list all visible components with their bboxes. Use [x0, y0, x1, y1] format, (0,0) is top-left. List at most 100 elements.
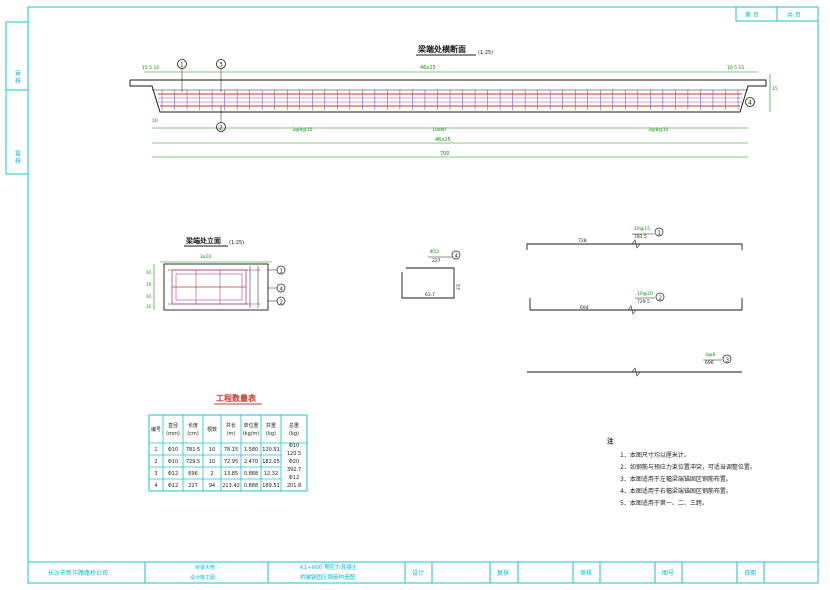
dim-right-side: 15	[772, 86, 778, 92]
drawing-title-line1: K1+000 预应力混凝土	[300, 563, 357, 571]
table-cell: 189.51	[262, 483, 280, 489]
table-header-cell: 直径	[168, 422, 178, 429]
dim-bottom1: 46x15	[435, 137, 451, 143]
table-header-cell: (m)	[227, 431, 236, 437]
main-marker-3: 3	[219, 62, 223, 69]
quantity-table-grid: 编号直径(mm)长度(cm)根数共长(m)单位重(kg/m)共重(kg)总重(k…	[148, 414, 308, 492]
main-section-scale: (1:25)	[478, 50, 493, 56]
table-cell: 12.32	[264, 471, 278, 477]
table-header-cell: (kg)	[266, 431, 276, 437]
table-cell: 182.05	[262, 459, 280, 465]
table-cell: 120.5	[287, 451, 301, 457]
dim-left-side: 10	[152, 118, 158, 124]
table-cell: 213.42	[222, 483, 240, 489]
table-cell: 2.470	[244, 459, 258, 465]
table-cell: Φ12	[168, 471, 178, 477]
table-cell: 2	[210, 471, 213, 477]
detail4-label-mid: 227	[432, 258, 441, 264]
table-cell: Φ10	[168, 447, 178, 453]
quantity-table: 工程数量表 编号直径(mm)长度(cm)根数共长(m)单位重(kg/m)共重(k…	[148, 393, 308, 492]
note-1: 1．本图尺寸均以厘米计。	[620, 451, 690, 459]
notes: 注 1．本图尺寸均以厘米计。 2．如钢筋与预应力束位置冲突，可适当调整位置。 3…	[607, 436, 756, 507]
table-header-cell: 根数	[207, 426, 217, 433]
table-cell: 392.7	[287, 467, 301, 473]
table-cell: 72.95	[224, 459, 238, 465]
designer-label: 设计	[412, 569, 424, 577]
detail4-marker: 4	[455, 254, 459, 260]
table-row-number: 4	[154, 483, 157, 489]
bar3-length: 696	[705, 360, 714, 366]
note-3: 3．本图适用于左幅梁端锚固区钢筋布置。	[620, 475, 732, 483]
bar2-length: 729.5	[637, 299, 650, 305]
checker-label: 复核	[497, 569, 509, 577]
table-header-cell: 长度	[188, 422, 198, 429]
company-name: 长沙市新华路路桥公司	[48, 569, 108, 577]
bar2-marker: 2	[659, 296, 663, 302]
detail4-side-dim: 53	[455, 284, 461, 290]
table-cell: 729.5	[186, 459, 200, 465]
table-cell: 781.5	[186, 447, 200, 453]
table-cell: Φ12	[289, 475, 299, 481]
drawing-title-line2: 桥端锚固区钢筋构造图	[300, 573, 356, 581]
bar-schedule: 728 10@15 781.5 1 694 10@20 729.5 2 3@8 …	[526, 226, 743, 377]
table-cell: Φ20	[289, 459, 299, 465]
bar1-length: 781.5	[634, 234, 647, 240]
table-header-cell: 编号	[151, 426, 161, 433]
bar3-label: 3@8	[705, 352, 715, 358]
rebar-grid	[158, 90, 742, 110]
elev-side-dim-2: 10	[146, 282, 152, 287]
table-header-cell: 共长	[226, 422, 236, 429]
main-section-title: 梁端处横断面	[417, 44, 466, 54]
reviewer-label: 审核	[580, 569, 592, 577]
bar2-left-dim: 694	[580, 305, 589, 311]
table-cell: 227	[188, 483, 198, 489]
dim-right-top: 10 5 15	[727, 65, 744, 71]
table-cell: 0.888	[244, 471, 258, 477]
table-header-cell: 单位重	[243, 422, 258, 429]
dim-bottom2: 700	[440, 151, 450, 157]
main-cross-section: 梁端处横断面 (1:25) 15 5 10 46x15 10 5 15 15 1…	[129, 44, 778, 158]
left-strip-label-check: 复 核	[14, 149, 21, 165]
table-header-cell: (cm)	[187, 431, 199, 437]
elev-top-dim: 3x10	[200, 254, 211, 260]
table-row-number: 2	[154, 459, 157, 465]
project-line2: 设计施工图	[190, 574, 215, 581]
table-cell: 13.85	[224, 471, 238, 477]
table-cell: Φ10	[289, 443, 299, 449]
elev-marker-4: 4	[280, 287, 284, 293]
main-marker-1: 1	[180, 62, 184, 69]
dim-span-top: 46x15	[420, 65, 436, 71]
bar1-left-dim: 728	[578, 238, 587, 244]
table-row-number: 1	[154, 447, 157, 453]
main-marker-2: 2	[219, 125, 223, 132]
table-cell: 78.15	[224, 447, 238, 453]
elev-marker-2: 2	[280, 300, 284, 306]
table-header-cell: (kg/m)	[243, 431, 260, 437]
page-number-label: 第 页	[745, 11, 759, 19]
table-cell: 10	[209, 459, 215, 465]
table-cell: 10	[209, 447, 215, 453]
bar2-label: 10@20	[637, 291, 653, 297]
dim-left-top: 15 5 10	[142, 65, 159, 71]
date-label: 日期	[744, 569, 756, 577]
table-header-cell: 总重	[289, 422, 299, 429]
elev-marker-1: 1	[280, 269, 284, 275]
bar1-marker: 1	[658, 231, 662, 237]
elev-title: 梁端处立面	[185, 236, 221, 245]
table-cell: 1.580	[244, 447, 258, 453]
table-cell: Φ12	[168, 483, 178, 489]
detail4-label-top: Φ12	[430, 249, 439, 255]
bar1-label: 10@15	[634, 226, 650, 232]
left-strip-label-review: 审 核	[14, 69, 21, 85]
notes-title: 注	[607, 436, 614, 445]
table-cell: Φ10	[168, 459, 178, 465]
table-title: 工程数量表	[216, 393, 257, 403]
elev-side-dim-1: 10	[146, 270, 152, 275]
elev-scale: (1:25)	[229, 240, 244, 246]
title-block: 长沙市新华路路桥公司 桥梁大修 设计施工图 K1+000 预应力混凝土 桥端锚固…	[28, 561, 818, 583]
elevation-section: 梁端处立面 (1:25) 3x10 10 10 10 10 1 4 2	[146, 236, 286, 311]
sheet-label: 图号	[662, 570, 674, 577]
table-header-cell: (kg)	[289, 431, 299, 437]
table-cell: 120.51	[262, 447, 280, 453]
